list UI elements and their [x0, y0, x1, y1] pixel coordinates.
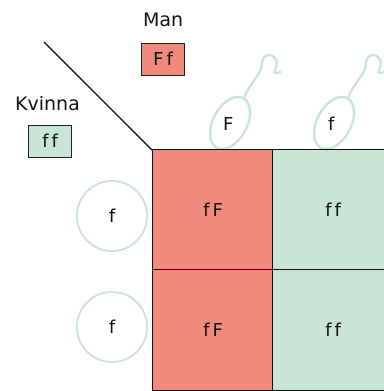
egg-cell-1: f	[76, 180, 148, 252]
female-label: Kvinna	[15, 93, 80, 115]
male-label: Man	[143, 9, 184, 31]
sperm-icon	[312, 53, 384, 151]
sperm-allele-2: f	[328, 114, 335, 135]
sperm-allele-1: F	[223, 114, 234, 135]
punnett-cell: fF	[152, 269, 274, 391]
male-genotype-box: Ff	[141, 43, 185, 76]
female-genotype-box: ff	[28, 125, 72, 158]
sperm-icon	[208, 53, 282, 151]
punnett-cell: ff	[272, 269, 384, 391]
punnett-cell: fF	[152, 149, 274, 271]
corner-divider-line	[43, 41, 153, 151]
punnett-cell: ff	[272, 149, 384, 271]
egg-cell-2: f	[76, 291, 148, 363]
